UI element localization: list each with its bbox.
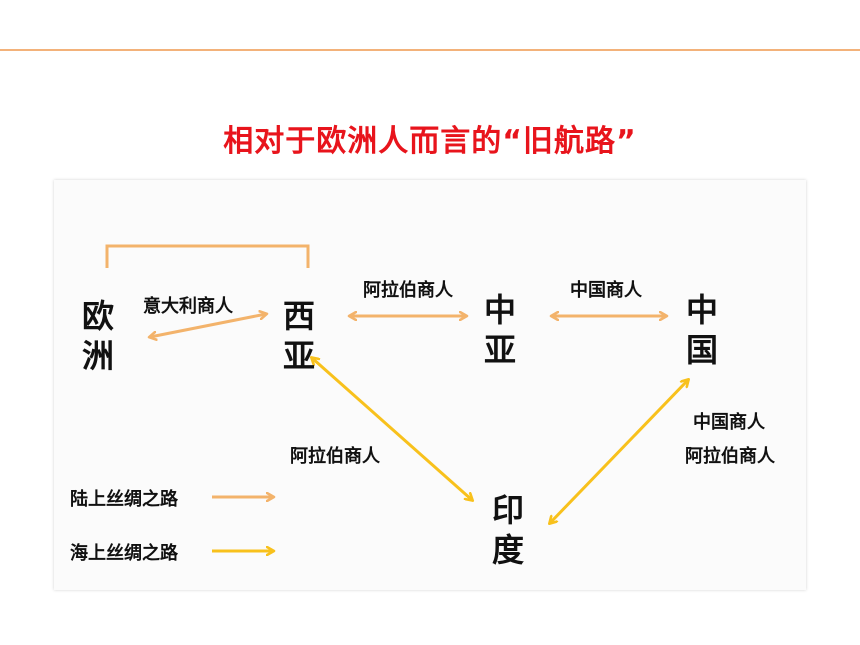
node-west-asia: 西 亚	[279, 296, 319, 376]
node-west-asia-char-1: 西	[282, 297, 315, 335]
legend-sea-route: 海上丝绸之路	[70, 543, 178, 564]
edge-label-chinese-merchants-sea: 中国商人	[693, 412, 765, 433]
edge-label-arab-merchants-sea-2: 阿拉伯商人	[685, 446, 775, 467]
node-europe: 欧 洲	[78, 296, 118, 376]
node-europe-char-1: 欧	[81, 297, 114, 335]
header-divider	[0, 49, 860, 51]
node-central-asia-char-1: 中	[483, 291, 516, 329]
route-diagram: 欧 洲 西 亚 中 亚 中 国 印 度 意大利商人 阿拉伯商人 中国商人 阿拉伯…	[54, 180, 806, 590]
node-india-char-2: 度	[491, 531, 524, 569]
node-china-char-1: 中	[685, 291, 718, 329]
arrow-china-india	[550, 380, 688, 523]
legend-land-route: 陆上丝绸之路	[70, 489, 178, 510]
arrow-europe-west-asia	[150, 314, 266, 337]
edge-label-arab-merchants-sea: 阿拉伯商人	[290, 446, 380, 467]
node-china-char-2: 国	[685, 331, 718, 369]
route-arrows	[105, 244, 806, 590]
europe-west-asia-bracket	[105, 244, 310, 268]
page-title: 相对于欧洲人而言的“旧航路”	[223, 124, 637, 159]
edge-label-italian-merchants: 意大利商人	[143, 296, 233, 317]
edge-label-arab-merchants-land: 阿拉伯商人	[363, 280, 453, 301]
node-central-asia-char-2: 亚	[483, 331, 516, 369]
edge-label-chinese-merchants-land: 中国商人	[570, 280, 642, 301]
node-china: 中 国	[682, 290, 722, 370]
arrow-west-asia-india	[312, 358, 472, 500]
node-europe-char-2: 洲	[81, 337, 114, 375]
node-india-char-1: 印	[491, 491, 524, 529]
node-west-asia-char-2: 亚	[282, 337, 315, 375]
node-india: 印 度	[488, 490, 528, 570]
node-central-asia: 中 亚	[480, 290, 520, 370]
